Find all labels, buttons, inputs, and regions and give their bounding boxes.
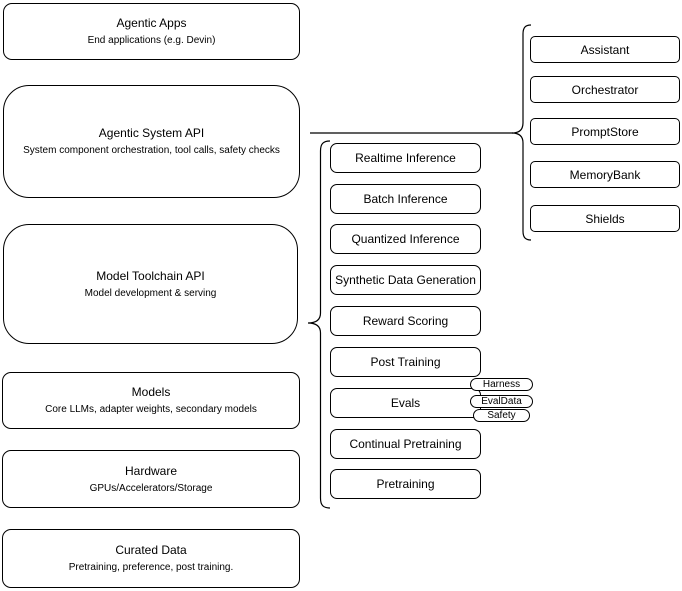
node-label: Quantized Inference [351,232,460,246]
node-label: Shields [585,211,625,226]
node-hardware: Hardware GPUs/Accelerators/Storage [2,450,300,508]
node-title: Model Toolchain API [96,268,205,283]
node-models: Models Core LLMs, adapter weights, secon… [2,372,300,429]
node-title: Models [131,385,171,399]
node-subtitle: System component orchestration, tool cal… [23,145,280,156]
node-reward-scoring: Reward Scoring [330,306,481,336]
node-evals: Evals [330,388,481,418]
node-label: Assistant [580,42,630,57]
tag-evaldata: EvalData [470,395,533,408]
node-agentic-system-api: Agentic System API System component orch… [3,85,300,198]
node-label: Evals [390,396,421,410]
tag-safety: Safety [473,409,530,422]
node-post-training: Post Training [330,347,481,377]
node-label: Orchestrator [571,82,639,97]
node-subtitle: End applications (e.g. Devin) [87,35,216,46]
node-label: Pretraining [376,477,435,491]
node-title: Agentic System API [98,126,205,140]
node-subtitle: Model development & serving [84,287,217,299]
node-agentic-apps: Agentic Apps End applications (e.g. Devi… [3,3,300,60]
node-title: Curated Data [115,543,187,557]
node-realtime-inference: Realtime Inference [330,143,481,173]
node-label: MemoryBank [569,167,641,182]
node-model-toolchain-api: Model Toolchain API Model development & … [3,224,298,344]
node-label: Realtime Inference [355,151,456,165]
node-label: Synthetic Data Generation [335,273,476,287]
tag-harness: Harness [470,378,533,391]
tag-label: EvalData [481,396,522,407]
node-continual-pretraining: Continual Pretraining [330,429,481,459]
node-label: Batch Inference [363,192,448,206]
tag-label: Safety [487,410,516,421]
system-components-group-brace [511,24,532,241]
node-subtitle: GPUs/Accelerators/Storage [89,482,213,494]
node-batch-inference: Batch Inference [330,184,481,214]
node-label: Continual Pretraining [349,437,462,451]
node-subtitle: Pretraining, preference, post training. [68,562,234,573]
toolchain-group-brace [307,140,331,509]
node-memorybank: MemoryBank [530,161,680,188]
node-quantized-inference: Quantized Inference [330,224,481,254]
node-synthetic-data-generation: Synthetic Data Generation [330,265,481,295]
node-subtitle: Core LLMs, adapter weights, secondary mo… [45,404,257,415]
node-promptstore: PromptStore [530,118,680,145]
node-assistant: Assistant [530,36,680,63]
node-orchestrator: Orchestrator [530,76,680,103]
node-label: Reward Scoring [362,314,449,328]
node-label: Post Training [370,355,441,369]
node-shields: Shields [530,205,680,232]
node-title: Hardware [124,463,178,478]
node-label: PromptStore [571,124,639,139]
node-pretraining: Pretraining [330,469,481,499]
node-curated-data: Curated Data Pretraining, preference, po… [2,529,300,588]
node-title: Agentic Apps [116,16,187,30]
tag-label: Harness [482,379,521,390]
